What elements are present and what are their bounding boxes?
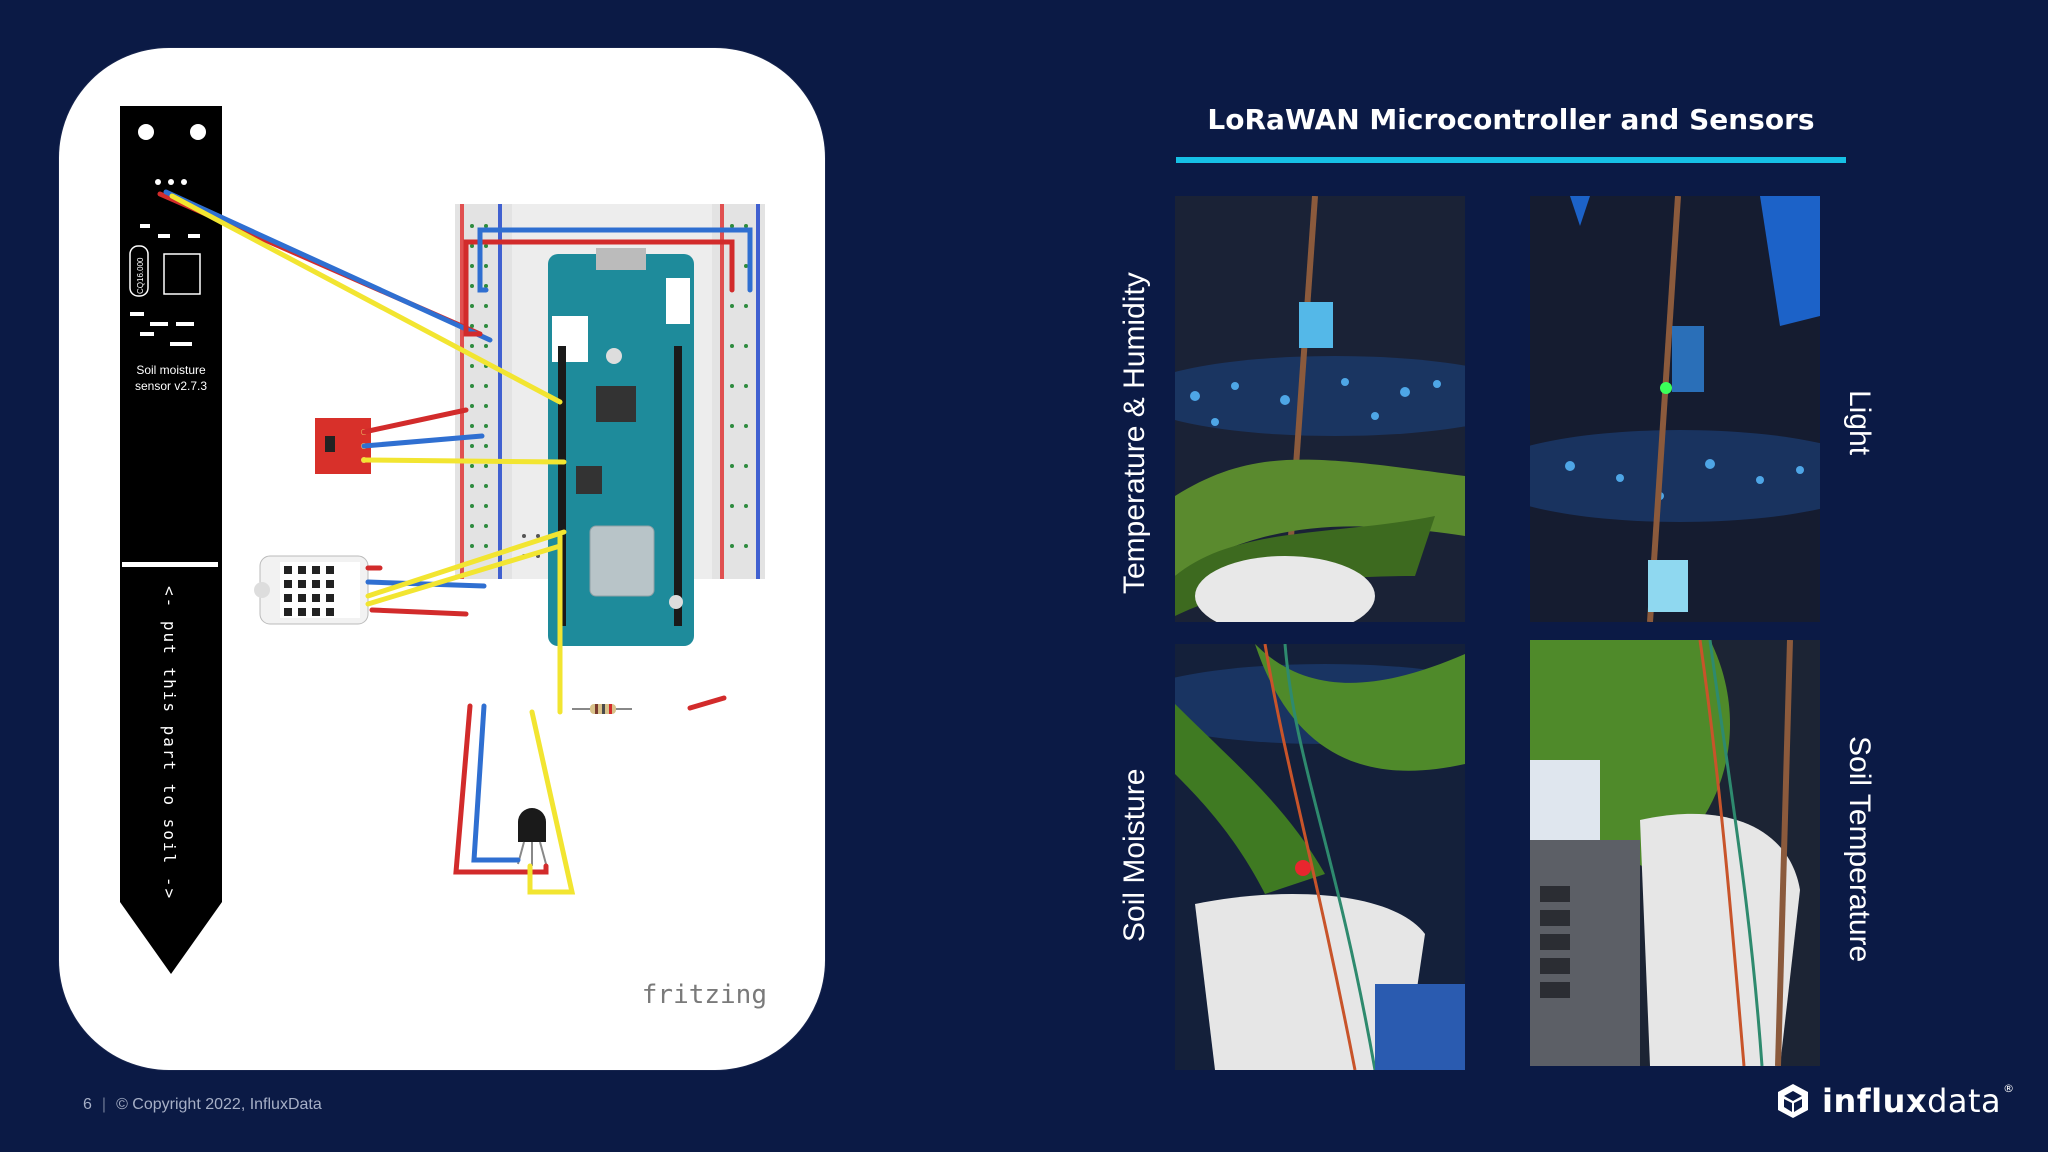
sensor-name-label: Soil moisture [136, 363, 206, 377]
arduino-mkr-board [548, 248, 694, 646]
soil-moisture-probe: CQ16.000 Soil moisture sensor v2.7.3 <- … [120, 106, 222, 974]
photo-temperature-humidity [1175, 196, 1465, 622]
wiring-diagram-svg: CQ16.000 Soil moisture sensor v2.7.3 <- … [120, 106, 765, 974]
title-underline [1176, 157, 1846, 163]
page-number: 6 [83, 1096, 92, 1113]
resistor [572, 704, 632, 714]
label-soil-moisture: Soil Moisture [1118, 768, 1151, 942]
soil-temperature-sensor [517, 808, 547, 866]
photo-light [1530, 196, 1820, 622]
label-light: Light [1843, 390, 1876, 456]
photo-soil-temperature [1530, 640, 1820, 1066]
dht-sensor [254, 555, 369, 625]
copyright-text: © Copyright 2022, InfluxData [116, 1096, 322, 1113]
slide-footer: 6|© Copyright 2022, InfluxData [83, 1096, 322, 1113]
photo-soil-moisture [1175, 644, 1465, 1070]
label-temperature-humidity: Temperature & Humidity [1118, 272, 1151, 594]
fritzing-diagram: CQ16.000 Soil moisture sensor v2.7.3 <- … [120, 106, 767, 1012]
brand-name: influxdata® [1822, 1082, 2015, 1120]
influxdata-logo: influxdata® [1776, 1078, 2015, 1124]
page-title: LoRaWAN Microcontroller and Sensors [1207, 103, 1815, 136]
fritzing-watermark: fritzing [641, 980, 767, 1010]
crystal-label: CQ16.000 [136, 257, 145, 294]
probe-instruction: <- put this part to soil -> [160, 586, 179, 900]
influxdata-cube-icon [1778, 1084, 1808, 1118]
label-soil-temperature: Soil Temperature [1843, 736, 1876, 963]
sensor-version-label: sensor v2.7.3 [135, 379, 207, 393]
wires [157, 189, 753, 895]
